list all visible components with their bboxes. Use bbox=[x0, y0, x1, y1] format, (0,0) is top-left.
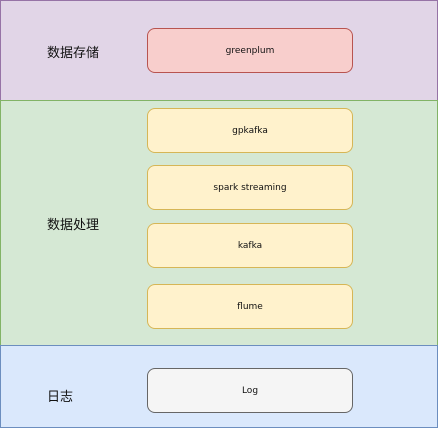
gpkafka-node-label: gpkafka bbox=[232, 125, 268, 136]
processing-layer: 数据处理 gpkafka spark streaming kafka flume bbox=[0, 100, 438, 346]
log-layer-label: 日志 bbox=[47, 390, 74, 405]
flume-node[interactable]: flume bbox=[147, 284, 353, 329]
spark-streaming-node[interactable]: spark streaming bbox=[147, 165, 353, 210]
kafka-node-label: kafka bbox=[237, 240, 263, 251]
greenplum-node[interactable]: greenplum bbox=[147, 28, 353, 73]
storage-layer-label: 数据存储 bbox=[47, 46, 100, 61]
spark-streaming-node-label: spark streaming bbox=[213, 182, 287, 193]
gpkafka-node[interactable]: gpkafka bbox=[147, 108, 353, 153]
processing-layer-label: 数据处理 bbox=[47, 218, 100, 233]
log-layer: 日志 Log bbox=[0, 345, 438, 428]
kafka-node[interactable]: kafka bbox=[147, 223, 353, 268]
storage-layer: 数据存储 greenplum bbox=[0, 0, 438, 101]
flume-node-label: flume bbox=[237, 301, 263, 312]
greenplum-node-label: greenplum bbox=[225, 45, 275, 56]
log-node-label: Log bbox=[241, 385, 259, 396]
log-node[interactable]: Log bbox=[147, 368, 353, 413]
